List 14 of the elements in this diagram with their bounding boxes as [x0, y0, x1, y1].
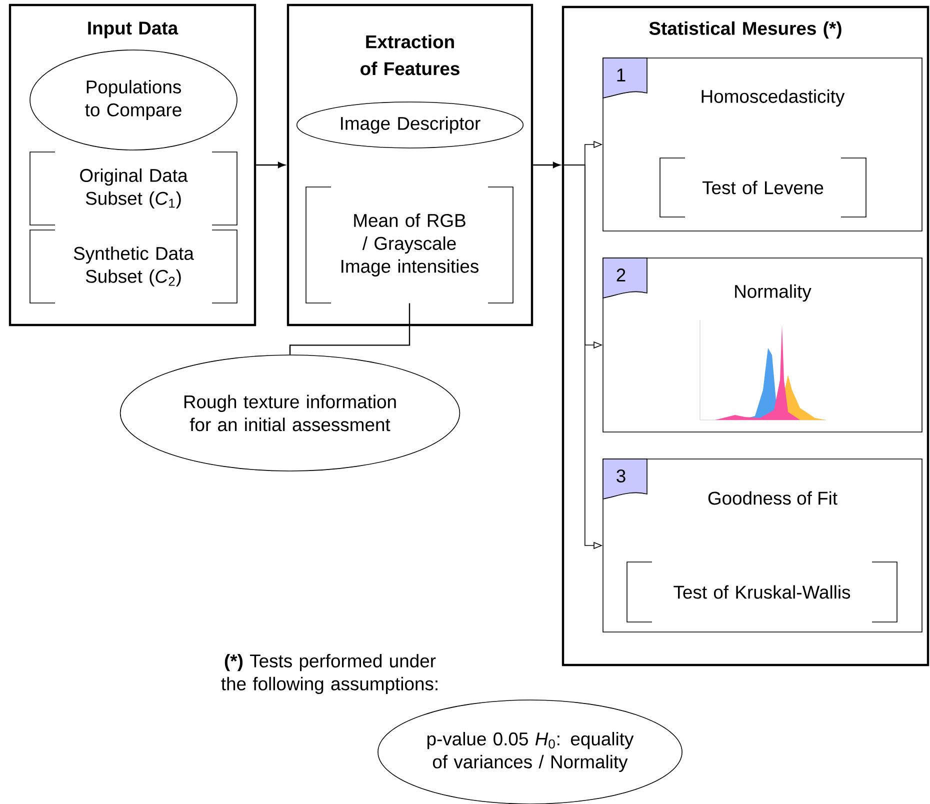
bracket-box: Mean of RGB / Grayscale Image intensities [306, 186, 514, 304]
number-tab: 1 [602, 58, 648, 98]
ellipse-node: Rough texture information for an initial assessment [120, 354, 460, 472]
footnote-text: (*) Tests performed under the following assumptions: [221, 654, 438, 694]
arrow [533, 162, 560, 168]
number-tab: 3 [602, 458, 648, 500]
bracket-box: Test of Levene [660, 158, 866, 218]
number-tab: 2 [602, 258, 648, 298]
bracket-box: Original Data Subset (C$_{1}$) [30, 152, 238, 226]
bracket-box: Synthetic Data Subset (C$_{2}$) [30, 230, 238, 304]
bracket-box: Test of Kruskal-Wallis [626, 562, 898, 622]
ellipse-node: Image Descriptor [296, 102, 524, 148]
arrow [256, 162, 286, 168]
ellipse-node: Populations to Compare [30, 50, 238, 150]
